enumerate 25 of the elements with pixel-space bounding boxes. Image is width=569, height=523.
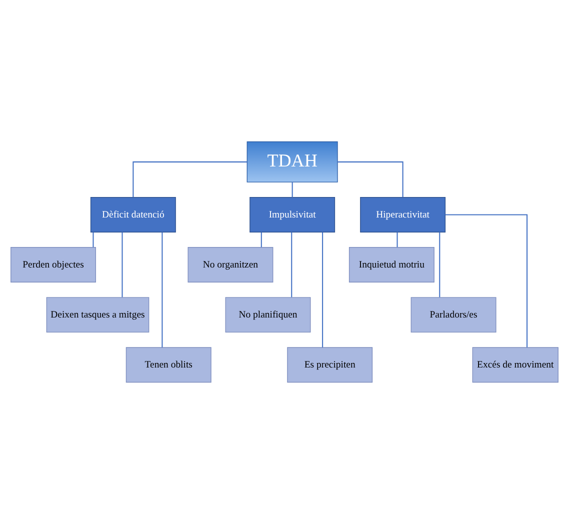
connector xyxy=(396,232,398,247)
node-box: Es precipiten xyxy=(287,346,373,382)
connector xyxy=(260,232,262,247)
node-box: Perden objectes xyxy=(10,246,96,282)
node-box: No planifiquen xyxy=(225,296,311,332)
node-box: TDAH xyxy=(246,140,338,182)
node-box: Excés de moviment xyxy=(472,346,558,382)
node-box: Tenen oblits xyxy=(126,346,212,382)
connector xyxy=(322,232,324,347)
connector xyxy=(445,214,528,347)
node-box: Hiperactivitat xyxy=(360,196,446,232)
node-box: Deixen tasques a mitges xyxy=(46,296,150,332)
connector xyxy=(162,232,163,347)
node-box: Impulsivitat xyxy=(250,196,336,232)
connector xyxy=(122,232,123,297)
connector xyxy=(338,160,404,197)
connector xyxy=(291,232,292,297)
node-box: Dèficit datenció xyxy=(90,196,176,232)
connector xyxy=(132,160,248,197)
connector xyxy=(439,232,440,297)
node-box: No organitzen xyxy=(188,246,274,282)
node-box: Parladors/es xyxy=(410,296,496,332)
connector xyxy=(92,232,94,247)
connector xyxy=(292,182,293,197)
node-box: Inquietud motriu xyxy=(348,246,434,282)
